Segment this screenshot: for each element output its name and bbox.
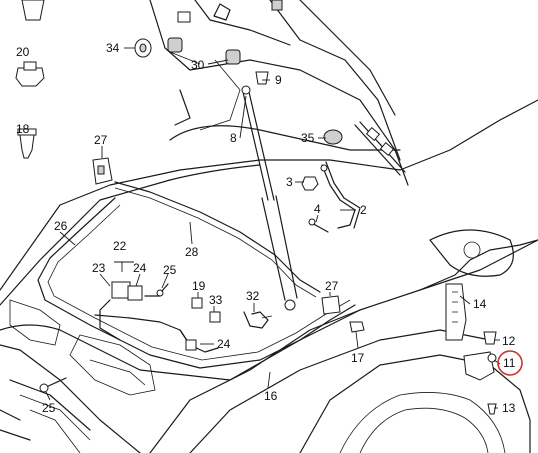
part-top-clip bbox=[21, 0, 45, 21]
hood bbox=[149, 0, 409, 186]
callout-33: 33 bbox=[209, 293, 223, 307]
part-4-bolt bbox=[308, 218, 329, 233]
part-17-nozzle bbox=[349, 321, 365, 333]
part-12-clip bbox=[483, 331, 497, 345]
callout-11: 11 bbox=[503, 356, 516, 370]
part-hinge-rod bbox=[354, 121, 406, 176]
callout-24-lower: 24 bbox=[217, 337, 231, 351]
callout-3: 3 bbox=[286, 175, 293, 189]
callout-32: 32 bbox=[246, 289, 260, 303]
callout-12: 12 bbox=[502, 334, 516, 348]
part-25-screw-upper bbox=[156, 283, 169, 297]
part-14-seal bbox=[445, 283, 467, 341]
callout-2: 2 bbox=[360, 203, 367, 217]
callout-labels: 20 18 34 30 9 8 35 27 3 4 2 26 28 22 23 … bbox=[16, 41, 516, 415]
leader-lines bbox=[45, 47, 501, 409]
callout-11-highlight bbox=[497, 350, 523, 376]
callout-30: 30 bbox=[191, 58, 205, 72]
callout-27-lower: 27 bbox=[325, 279, 339, 293]
callout-23: 23 bbox=[92, 261, 106, 275]
callout-35: 35 bbox=[301, 131, 315, 145]
part-34-buffer bbox=[134, 38, 152, 58]
part-18-plug bbox=[17, 128, 37, 159]
part-27-clip-upper bbox=[92, 157, 113, 185]
callout-26: 26 bbox=[54, 219, 68, 233]
callout-19: 19 bbox=[192, 279, 206, 293]
callout-18: 18 bbox=[16, 122, 30, 136]
part-25-screw-lower bbox=[39, 377, 67, 393]
part-2-bracket bbox=[320, 161, 361, 229]
callout-25-lower: 25 bbox=[42, 401, 56, 415]
callout-22: 22 bbox=[113, 239, 127, 253]
gas-strut bbox=[241, 85, 298, 311]
callout-25-upper: 25 bbox=[163, 263, 177, 277]
part-11-bracket bbox=[463, 351, 497, 381]
callout-34: 34 bbox=[106, 41, 120, 55]
part-22-sensor-assembly bbox=[94, 281, 191, 346]
callout-20: 20 bbox=[16, 45, 30, 59]
callout-17: 17 bbox=[351, 351, 365, 365]
part-9-clip bbox=[255, 71, 269, 85]
part-3-nut bbox=[301, 176, 319, 191]
callout-27-upper: 27 bbox=[94, 133, 108, 147]
part-30-bumpers bbox=[167, 37, 241, 65]
callout-8: 8 bbox=[230, 131, 237, 145]
callout-14: 14 bbox=[473, 297, 487, 311]
callout-24-upper: 24 bbox=[133, 261, 147, 275]
callout-9: 9 bbox=[275, 73, 282, 87]
part-24-hose-lower bbox=[179, 329, 219, 353]
callout-16: 16 bbox=[264, 389, 278, 403]
part-32-hose bbox=[243, 311, 273, 329]
part-27-clip-lower bbox=[321, 295, 341, 315]
part-13-screw bbox=[487, 403, 497, 415]
callout-28: 28 bbox=[185, 245, 199, 259]
part-20-clip bbox=[15, 61, 45, 87]
part-19-connector bbox=[191, 297, 203, 309]
callout-4: 4 bbox=[314, 202, 321, 216]
car-body bbox=[0, 99, 538, 453]
seal-strip bbox=[114, 181, 321, 293]
part-33-connector bbox=[209, 311, 221, 323]
callout-13: 13 bbox=[502, 401, 516, 415]
part-35-grommet bbox=[323, 129, 343, 145]
